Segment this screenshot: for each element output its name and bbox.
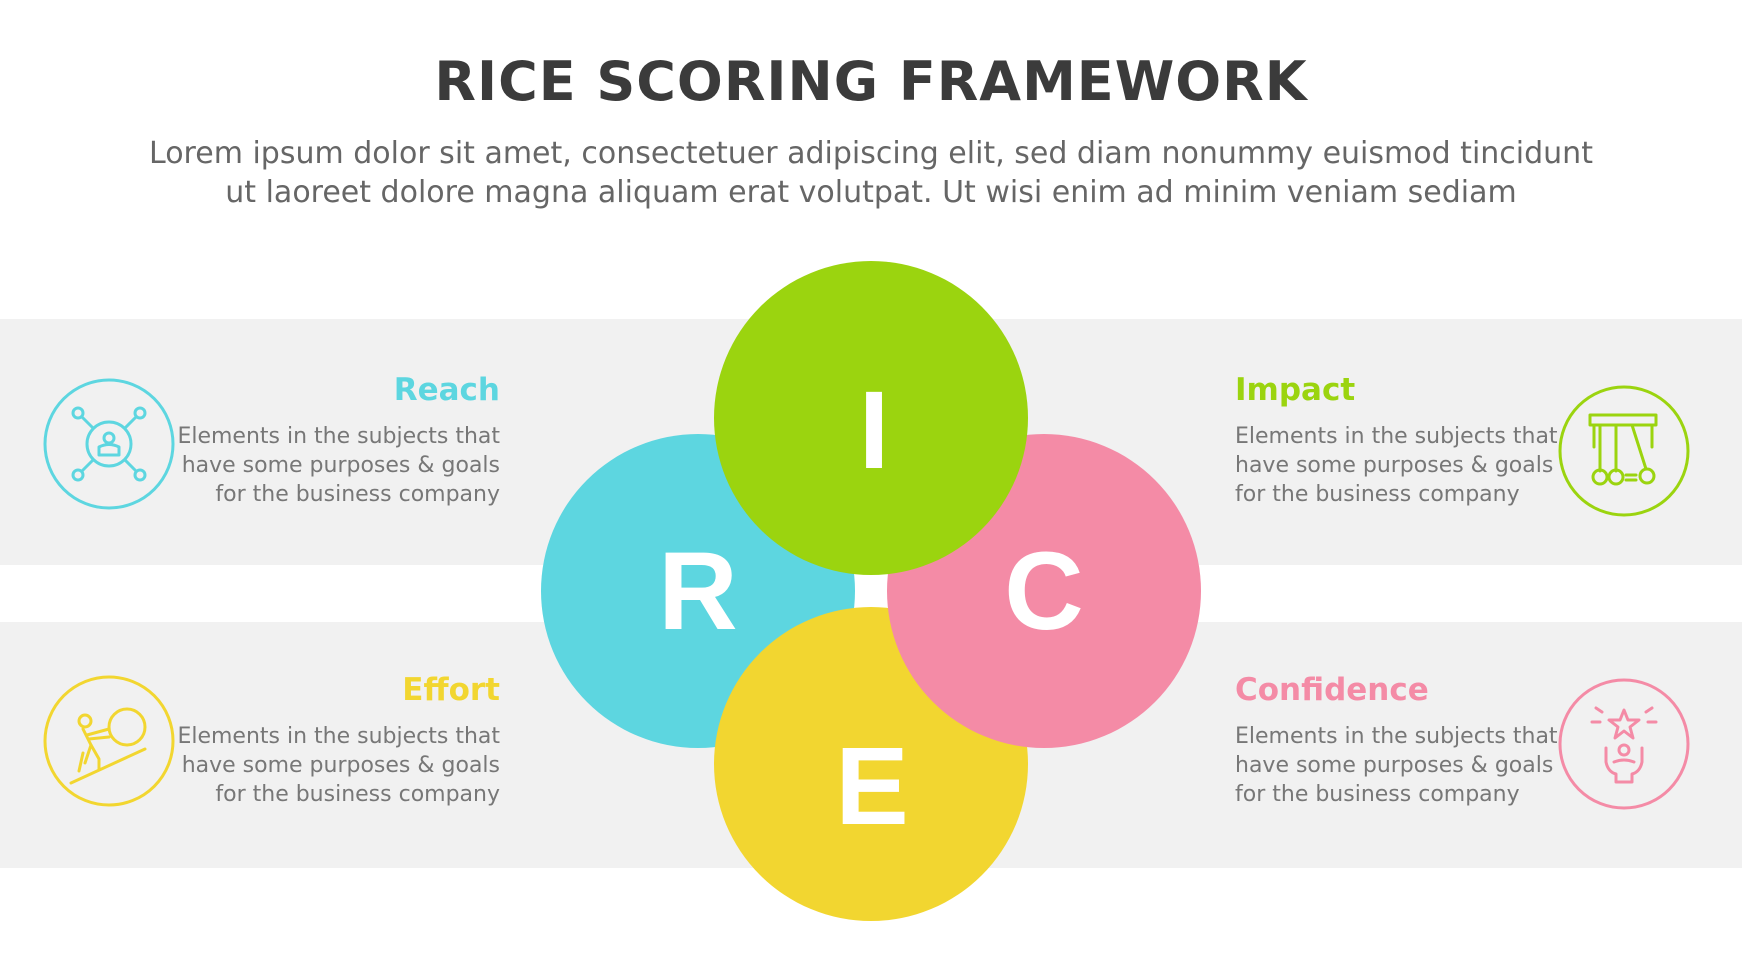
reach-block: Reach Elements in the subjects that have… bbox=[160, 372, 500, 509]
reach-line-1: Elements in the subjects that bbox=[177, 424, 500, 449]
confidence-description: Elements in the subjects that have some … bbox=[1235, 722, 1575, 809]
impact-block: Impact Elements in the subjects that hav… bbox=[1235, 372, 1575, 509]
effort-description: Elements in the subjects that have some … bbox=[160, 722, 500, 809]
subtitle-line-1: Lorem ipsum dolor sit amet, consectetuer… bbox=[149, 136, 1593, 171]
confidence-line-1: Elements in the subjects that bbox=[1235, 724, 1558, 749]
star-hand-icon bbox=[1556, 676, 1692, 812]
confidence-line-3: for the business company bbox=[1235, 782, 1520, 807]
confidence-block: Confidence Elements in the subjects that… bbox=[1235, 672, 1575, 809]
impact-line-1: Elements in the subjects that bbox=[1235, 424, 1558, 449]
push-boulder-icon bbox=[41, 673, 177, 809]
network-user-icon bbox=[41, 376, 177, 512]
confidence-heading: Confidence bbox=[1235, 672, 1429, 708]
impact-heading: Impact bbox=[1235, 372, 1356, 408]
reach-line-2: have some purposes & goals bbox=[181, 453, 500, 478]
effort-line-1: Elements in the subjects that bbox=[177, 724, 500, 749]
reach-letter: R bbox=[658, 530, 737, 653]
effort-line-2: have some purposes & goals bbox=[181, 753, 500, 778]
page-subtitle: Lorem ipsum dolor sit amet, consectetuer… bbox=[100, 134, 1642, 212]
effort-line-3: for the business company bbox=[215, 782, 500, 807]
impact-description: Elements in the subjects that have some … bbox=[1235, 422, 1575, 509]
impact-circle bbox=[714, 261, 1028, 575]
reach-description: Elements in the subjects that have some … bbox=[160, 422, 500, 509]
confidence-line-2: have some purposes & goals bbox=[1235, 753, 1554, 778]
newtons-cradle-icon bbox=[1556, 383, 1692, 519]
impact-line-3: for the business company bbox=[1235, 482, 1520, 507]
effort-letter: E bbox=[835, 725, 908, 848]
reach-line-3: for the business company bbox=[215, 482, 500, 507]
confidence-letter: C bbox=[1004, 530, 1083, 653]
page-title: RICE SCORING FRAMEWORK bbox=[434, 50, 1308, 113]
impact-letter: I bbox=[859, 369, 890, 492]
effort-heading: Effort bbox=[402, 672, 500, 708]
subtitle-line-2: ut laoreet dolore magna aliquam erat vol… bbox=[225, 175, 1517, 210]
effort-block: Effort Elements in the subjects that hav… bbox=[160, 672, 500, 809]
impact-line-2: have some purposes & goals bbox=[1235, 453, 1554, 478]
reach-heading: Reach bbox=[393, 372, 500, 408]
